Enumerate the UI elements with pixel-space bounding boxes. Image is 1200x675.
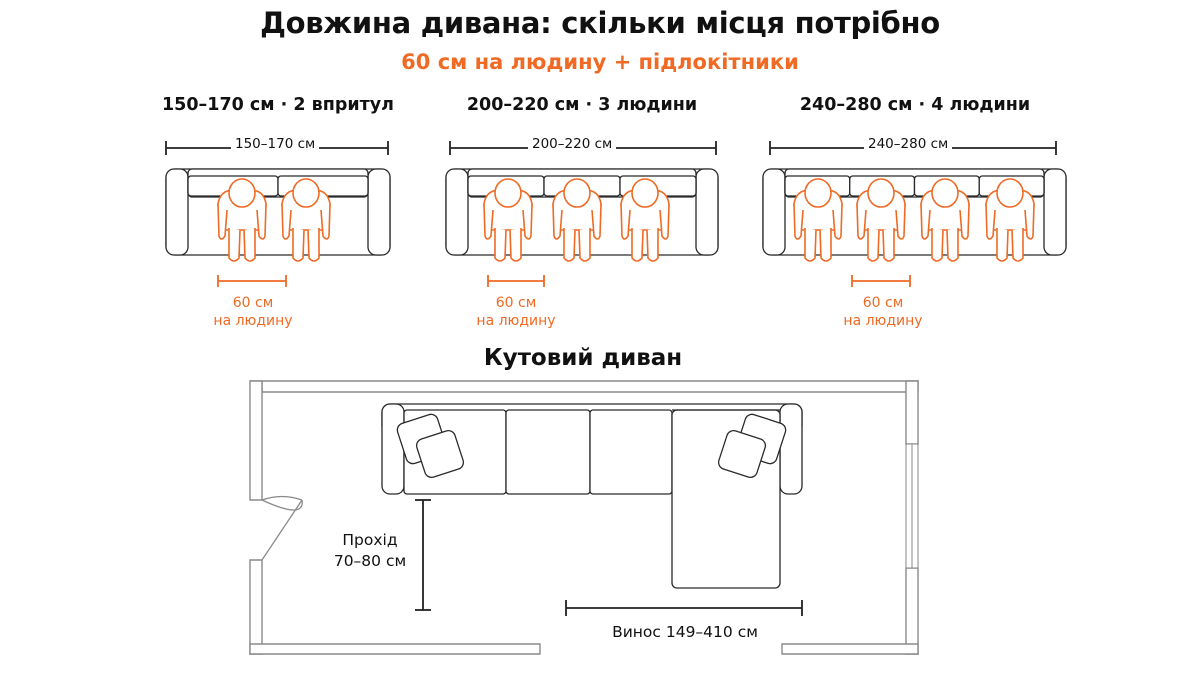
passage-value: 70–80 см	[333, 552, 407, 570]
corner-sofa-title: Кутовий диван	[483, 345, 683, 371]
sofa-2-per-person-value: 60 см	[495, 295, 537, 311]
sofa-2-person-2	[552, 178, 602, 262]
sofa-3-left-arm	[762, 168, 786, 256]
sofa-3-person-4	[985, 178, 1035, 262]
door	[261, 495, 303, 561]
passage-label-text: Прохід	[342, 531, 398, 549]
sofa-3-per-person: 60 см на людину	[823, 294, 943, 330]
sofa-2-person-1	[483, 178, 533, 262]
sofa-1-heading: 150–170 см · 2 впритул	[161, 95, 394, 115]
sofa-2-per-person-caption: на людину	[476, 313, 556, 329]
sofa-1-per-person-marker	[217, 275, 287, 287]
left-wall-lower	[249, 559, 263, 655]
top-wall	[250, 380, 919, 393]
sofa-2-person-3	[620, 178, 670, 262]
window	[905, 443, 919, 569]
sofa-3-per-person-caption: на людину	[843, 313, 923, 329]
corner-sofa-seat-3	[589, 409, 673, 495]
corner-sofa-seat-2	[505, 409, 591, 495]
protrusion-dimension-line	[565, 600, 803, 616]
sofa-2	[445, 141, 719, 287]
sofa-1-left-arm	[165, 168, 189, 256]
sofa-3-heading: 240–280 см · 4 людини	[799, 95, 1031, 115]
bottom-wall-right	[781, 643, 919, 655]
page-subtitle: 60 см на людину + підлокітники	[401, 50, 799, 74]
sofa-2-right-arm	[695, 168, 719, 256]
sofa-3-dimension-label: 240–280 см	[864, 136, 953, 152]
sofa-1-dimension-label: 150–170 см	[231, 136, 320, 152]
left-wall-upper	[249, 380, 263, 501]
sofa-2-heading: 200–220 см · 3 людини	[466, 95, 698, 115]
bottom-wall-left	[249, 643, 541, 655]
sofa-2-per-person: 60 см на людину	[456, 294, 576, 330]
sofa-1-person-1	[217, 178, 267, 262]
sofa-2-dimension-label: 200–220 см	[528, 136, 617, 152]
cushion-right-front	[717, 429, 767, 479]
sofa-1-person-2	[281, 178, 331, 262]
sofa-1-per-person-value: 60 см	[232, 295, 274, 311]
corner-sofa-left-arm	[381, 403, 405, 495]
right-wall-lower	[905, 567, 919, 655]
sofa-1-per-person-caption: на людину	[213, 313, 293, 329]
passage-label: Прохід 70–80 см	[320, 530, 420, 572]
cushion-left-front	[415, 429, 465, 479]
sofa-1-frame	[165, 168, 391, 256]
sofa-1-per-person: 60 см на людину	[193, 294, 313, 330]
sofa-3	[762, 141, 1067, 287]
room-walls	[249, 380, 919, 655]
sofa-2-per-person-marker	[487, 275, 545, 287]
sofa-1	[165, 141, 391, 287]
corner-sofa	[381, 403, 803, 589]
sofa-3-right-arm	[1043, 168, 1067, 256]
protrusion-label: Винос 149–410 см	[560, 623, 810, 641]
corner-sofa-plan	[249, 380, 919, 655]
sofa-3-person-1	[793, 178, 843, 262]
sofa-3-person-2	[856, 178, 906, 262]
right-wall-upper	[905, 380, 919, 445]
sofa-3-per-person-value: 60 см	[862, 295, 904, 311]
sofa-1-right-arm	[367, 168, 391, 256]
sofa-3-per-person-marker	[851, 275, 911, 287]
sofa-2-left-arm	[445, 168, 469, 256]
page-title: Довжина дивана: скільки місця потрібно	[260, 6, 940, 40]
corner-sofa-right-arm	[779, 403, 803, 495]
sofa-3-person-3	[920, 178, 970, 262]
passage-dimension-line	[415, 499, 431, 611]
